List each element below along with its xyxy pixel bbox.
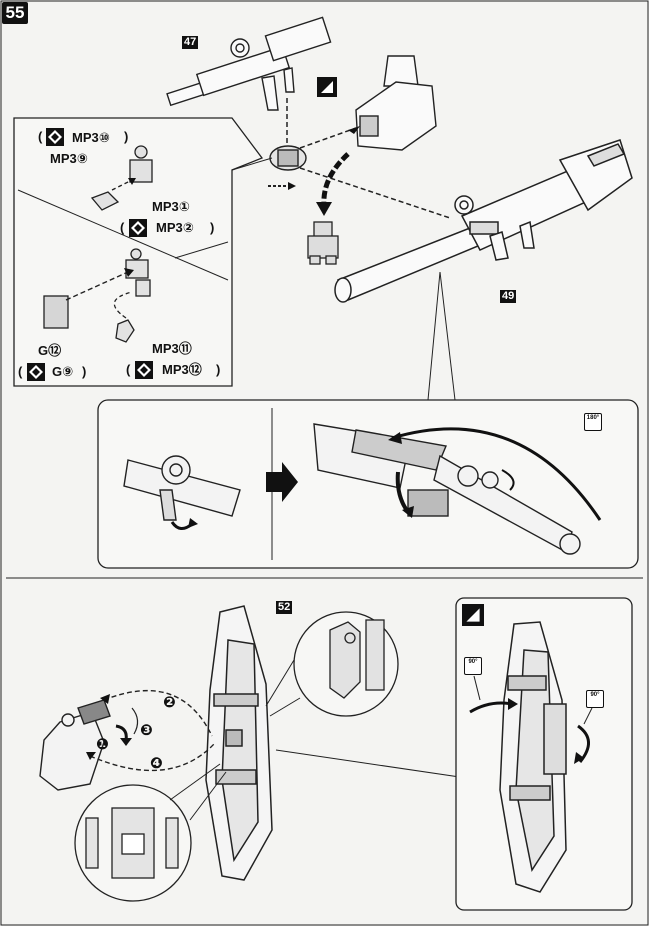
label-mp3-9: MP3⑨ [50, 151, 88, 166]
step-3: ❸ [140, 722, 153, 739]
paren-close-4: ) [216, 362, 221, 377]
label-mp3-12: MP3⑫ [162, 362, 202, 377]
substitute-part-icon [135, 361, 153, 379]
rotate-90-left-label: 90° [468, 659, 478, 665]
small-figure-drawing [307, 221, 339, 265]
step-2: ❷ [163, 694, 176, 711]
label-mp3-1: MP3① [152, 199, 190, 214]
step-4: ❹ [150, 755, 163, 772]
shield-rotated-drawing [499, 621, 567, 893]
part-52-badge: 52 [276, 601, 293, 614]
rifle-49-drawing [334, 139, 633, 303]
paren-open-2: ( [120, 220, 125, 235]
substitute-part-icon [46, 128, 64, 146]
substitute-part-icon [27, 363, 45, 381]
hint-square-icon [317, 77, 337, 97]
forearm-drawing [39, 699, 111, 791]
barrel-detail-drawing [313, 423, 581, 555]
label-mp3-11: MP3⑪ [152, 341, 192, 356]
label-g12: G⑫ [38, 343, 62, 358]
rotate-180-label: 180° [586, 415, 600, 421]
paren-close-3: ) [82, 364, 87, 379]
paren-close: ) [124, 129, 129, 144]
shield-52-drawing [205, 605, 273, 881]
paren-open-3: ( [18, 364, 23, 379]
ankle-armor-drawing [355, 55, 437, 151]
rotate-90-right-badge: 90° [586, 690, 604, 708]
paren-close-2: ) [210, 220, 215, 235]
grip-detail-drawing [123, 455, 241, 521]
part-47-badge: 47 [182, 36, 199, 49]
label-g9: G⑨ [52, 364, 74, 379]
rotate-90-right-label: 90° [590, 692, 600, 698]
page-number: 55 [2, 2, 28, 24]
paren-open: ( [38, 129, 43, 144]
hint-square-icon [462, 604, 484, 626]
part-49-badge: 49 [500, 290, 517, 303]
rifle-47-drawing [166, 16, 332, 111]
rotate-90-left-badge: 90° [464, 657, 482, 675]
label-mp3-10: MP3⑩ [72, 130, 110, 145]
paren-open-4: ( [126, 362, 131, 377]
rotate-180-badge: 180° [584, 413, 602, 431]
inset-parts-drawing [43, 145, 153, 343]
step-1: ❶ [96, 736, 109, 753]
substitute-part-icon [129, 219, 147, 237]
label-mp3-2: MP3② [156, 220, 194, 235]
joint-piece-drawing [269, 145, 307, 171]
